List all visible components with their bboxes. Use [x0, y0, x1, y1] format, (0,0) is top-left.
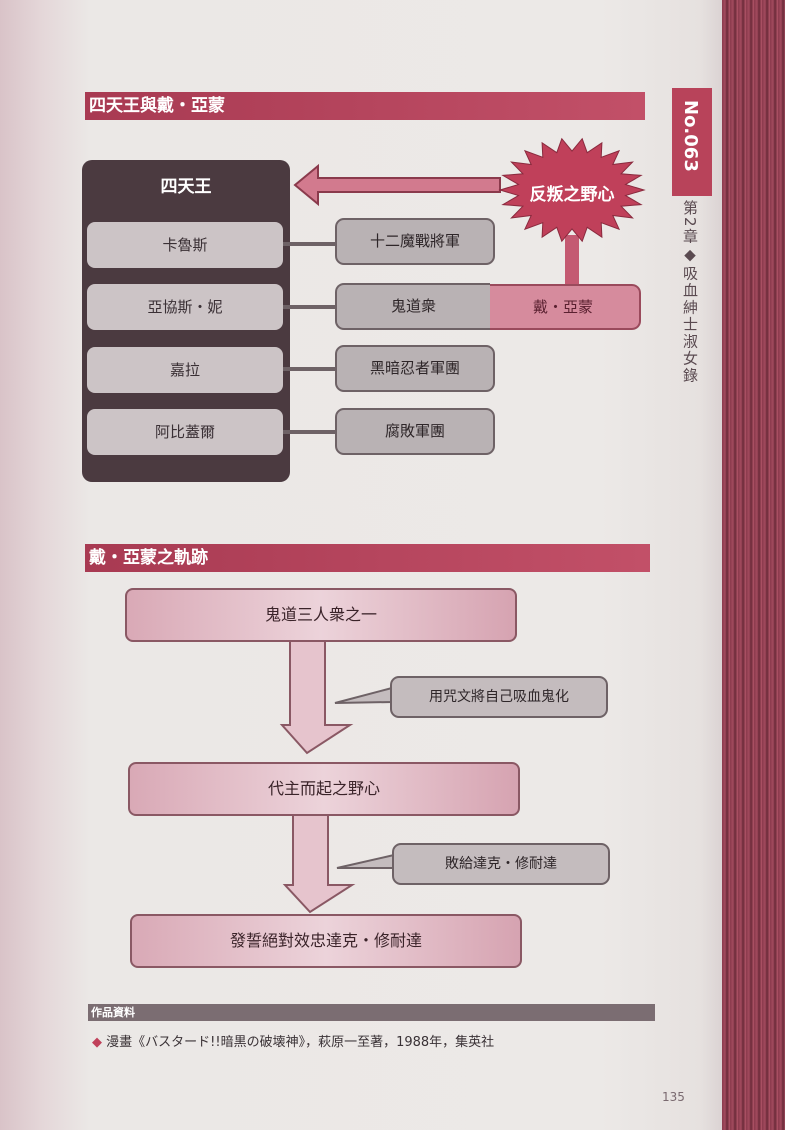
chapter-tab: No.063	[672, 88, 712, 196]
page-number: 135	[662, 1090, 685, 1104]
callout-pointer	[334, 686, 393, 704]
entry-number: No.063	[680, 100, 701, 172]
member-box: 阿比蓋爾	[87, 409, 283, 455]
timeline-note: 敗給達克・修耐達	[392, 843, 610, 885]
army-box: 腐敗軍團	[335, 408, 495, 455]
section1-graphics	[293, 137, 646, 287]
reference-citation: 漫畫《バスタード!!暗黒の破壊神》，萩原一至著，1988年，集英社	[106, 1035, 495, 1050]
timeline-step: 代主而起之野心	[128, 762, 520, 816]
connector-line	[283, 305, 337, 309]
timeline-step: 鬼道三人衆之一	[125, 588, 517, 642]
member-box: 嘉拉	[87, 347, 283, 393]
ambition-arrow	[293, 163, 501, 207]
army-box: 黑暗忍者軍團	[335, 345, 495, 392]
connector-line	[283, 367, 337, 371]
timeline-step: 發誓絕對效忠達克・修耐達	[130, 914, 522, 968]
reference-text: ◆ 漫畫《バスタード!!暗黒の破壊神》，萩原一至著，1988年，集英社	[92, 1031, 494, 1050]
down-arrow	[279, 639, 354, 755]
section2-header: 戴・亞蒙之軌跡	[85, 544, 650, 572]
section1-header: 四天王與戴・亞蒙	[85, 92, 645, 120]
connector-line	[283, 430, 337, 434]
member-box: 卡魯斯	[87, 222, 283, 268]
down-arrow	[282, 814, 356, 914]
bullet-icon: ◆	[92, 1035, 102, 1050]
rebel-box: 戴・亞蒙	[485, 284, 641, 330]
ambition-starburst	[498, 137, 646, 243]
section2-graphics	[279, 639, 395, 914]
chapter-title: 第2章◆吸血紳士淑女錄	[681, 200, 699, 385]
page-edges	[722, 0, 785, 1130]
four-kings-title: 四天王	[160, 177, 212, 197]
callout-pointer	[336, 853, 395, 869]
connector-line	[283, 242, 337, 246]
ambition-label: 反叛之野心	[529, 185, 615, 205]
army-box: 十二魔戰將軍	[335, 218, 495, 265]
timeline-note: 用咒文將自己吸血鬼化	[390, 676, 608, 718]
army-box: 鬼道衆	[335, 283, 490, 330]
member-box: 亞協斯・妮	[87, 284, 283, 330]
ambition-connector	[565, 235, 579, 287]
reference-header: 作品資料	[88, 1004, 655, 1021]
